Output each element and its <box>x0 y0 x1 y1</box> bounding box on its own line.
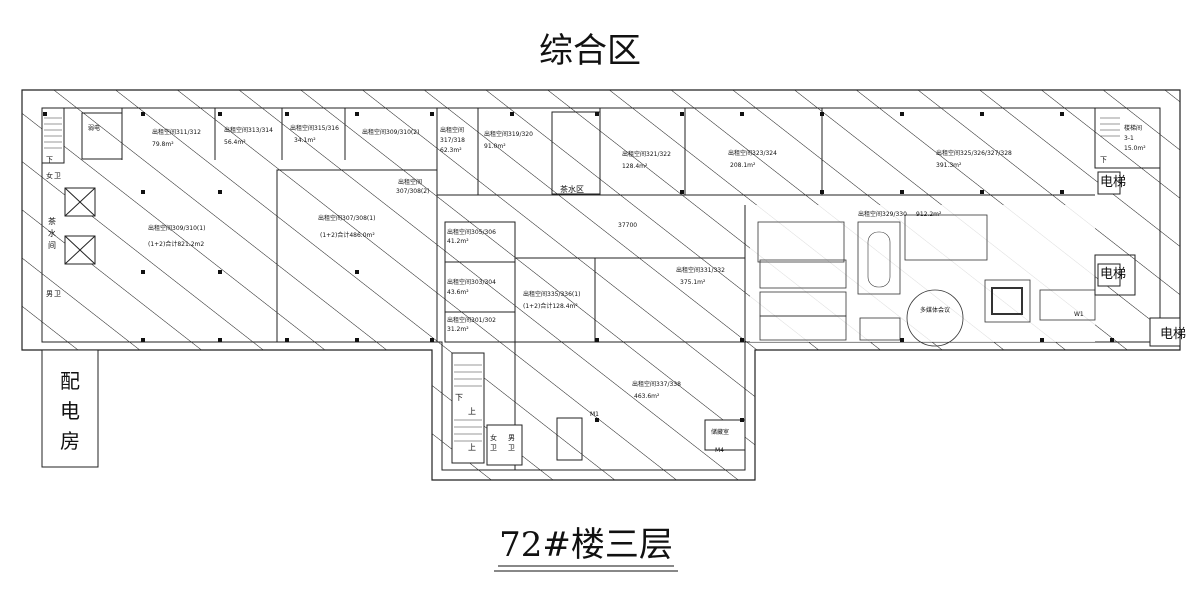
label-toilet-1: 卫 <box>54 172 61 180</box>
area-317: 62.3m² <box>440 147 462 154</box>
label-325: 出租空间325/326/327/328 <box>936 149 1012 157</box>
zone-title: 综合区 <box>539 31 641 71</box>
label-331: 出租空间331/332 <box>676 266 725 274</box>
plan-symbols: 下 女 卫 男 卫 下 上 上 女 卫 男 卫 M1 M4 下 W1 电梯 电梯… <box>46 156 1186 454</box>
area-329: 912.2m² <box>916 211 942 218</box>
label-301: 出租空间301/302 <box>447 316 496 324</box>
label-toilet-2: 卫 <box>54 290 61 298</box>
elevator-shafts <box>64 171 1121 287</box>
label-men-1: 男 <box>46 290 53 298</box>
total-309: (1+2)合计821.2m2 <box>148 240 204 248</box>
label-tea-area: 茶水区 <box>560 184 584 194</box>
label-storage-room: 储藏室 <box>711 428 729 436</box>
label-tea-room-3: 间 <box>48 241 56 250</box>
label-307-2b: 307/308(2) <box>396 188 429 195</box>
total-335: (1+2)合计128.4m² <box>523 302 578 310</box>
area-331: 375.1m² <box>680 279 706 286</box>
label-m4: M4 <box>715 447 724 454</box>
power-room-char-2: 电 <box>60 399 80 423</box>
label-w1: W1 <box>1074 311 1084 318</box>
label-tea-room-2: 水 <box>48 228 56 238</box>
label-down-3: 下 <box>1100 156 1107 164</box>
area-313: 56.4m² <box>224 139 246 146</box>
label-stair-room: 楼梯间 <box>1124 124 1142 132</box>
area-3-1: 15.0m² <box>1124 145 1146 152</box>
label-women-1: 女 <box>46 171 53 180</box>
area-301: 31.2m² <box>447 326 469 333</box>
label-toilet-3: 卫 <box>490 444 497 452</box>
label-up-2: 上 <box>468 443 476 452</box>
room-labels: 弱电 出租空间311/312 79.8m² 出租空间313/314 56.4m²… <box>48 124 1146 436</box>
power-room: 配 电 房 <box>41 349 99 468</box>
label-319: 出租空间319/320 <box>484 130 533 138</box>
label-335: 出租空间335/336(1) <box>523 290 580 298</box>
total-307: (1+2)合计486.0m² <box>320 231 375 239</box>
label-317: 出租空间 <box>440 126 464 134</box>
area-315: 34.1m² <box>294 137 316 144</box>
label-elevator-2: 电梯 <box>1100 267 1126 282</box>
structural-columns <box>43 112 1114 422</box>
floor-title-group: 72#楼三层 <box>494 525 678 572</box>
label-309-1: 出租空间309/310(1) <box>148 224 205 232</box>
label-women-2: 女 <box>490 433 497 442</box>
area-305: 41.2m² <box>447 238 469 245</box>
label-elevator-3: 电梯 <box>1160 327 1186 342</box>
area-319: 91.0m² <box>484 143 506 150</box>
label-337: 出租空间337/338 <box>632 380 681 388</box>
label-321: 出租空间321/322 <box>622 150 671 158</box>
label-3-1: 3-1 <box>1124 135 1134 142</box>
label-329: 出租空间329/330 <box>858 210 907 218</box>
label-307-2a: 出租空间 <box>398 178 422 186</box>
area-311: 79.8m² <box>152 141 174 148</box>
label-toilet-4: 卫 <box>508 444 515 452</box>
office-furniture-area <box>750 205 1096 347</box>
area-325: 391.3m² <box>936 162 962 169</box>
label-storage: 弱电 <box>88 124 100 132</box>
label-down-1: 下 <box>46 156 53 164</box>
label-311: 出租空间311/312 <box>152 128 201 136</box>
label-elevator-1: 电梯 <box>1100 175 1126 190</box>
label-m1: M1 <box>590 411 599 418</box>
label-315: 出租空间315/316 <box>290 124 339 132</box>
label-303: 出租空间303/304 <box>447 278 496 286</box>
stair-treads <box>44 117 1120 442</box>
area-323: 208.1m² <box>730 162 756 169</box>
dimension-37700: 37700 <box>618 222 637 229</box>
label-tea-room-1: 茶 <box>48 216 56 226</box>
label-323: 出租空间323/324 <box>728 149 777 157</box>
power-room-char-1: 配 <box>60 369 80 393</box>
label-307-1: 出租空间307/308(1) <box>318 214 375 222</box>
area-321: 128.4m² <box>622 163 648 170</box>
id-317: 317/318 <box>440 137 465 144</box>
label-multimedia: 多媒体会议 <box>920 306 950 314</box>
area-303: 43.6m² <box>447 289 469 296</box>
label-305: 出租空间305/306 <box>447 228 496 236</box>
building-outline <box>21 89 1181 481</box>
label-men-2: 男 <box>508 434 515 442</box>
partition-walls <box>41 107 1181 470</box>
power-room-char-3: 房 <box>60 429 80 453</box>
area-337: 463.6m² <box>634 393 660 400</box>
label-down-2: 下 <box>455 393 463 402</box>
label-up-1: 上 <box>468 407 476 416</box>
label-309-2: 出租空间309/310(2) <box>362 128 419 136</box>
label-313: 出租空间313/314 <box>224 126 273 134</box>
floor-title: 72#楼三层 <box>499 525 673 565</box>
